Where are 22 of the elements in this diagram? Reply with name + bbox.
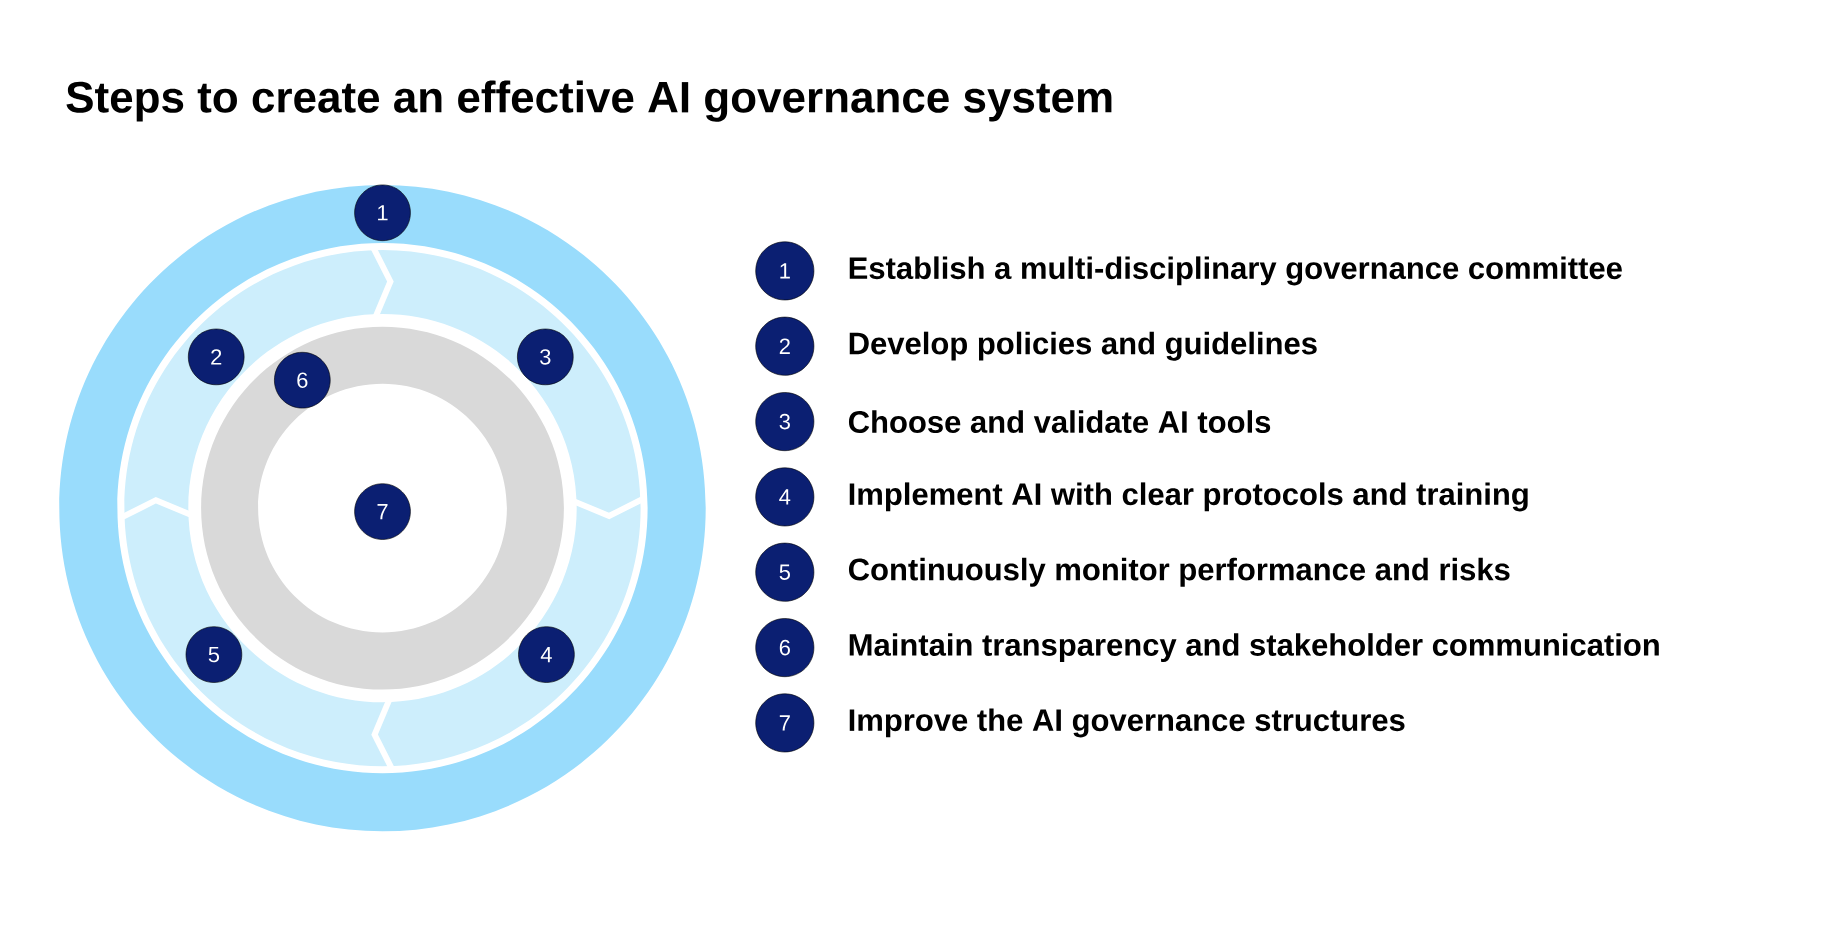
number-badge: 2 xyxy=(188,328,245,386)
step-text: Continuously monitor performance and risks xyxy=(848,557,1510,587)
number-badge: 3 xyxy=(755,392,815,451)
step-text: Choose and validate AI tools xyxy=(848,410,1271,433)
number-badge: 2 xyxy=(755,316,815,376)
number-badge: 1 xyxy=(755,241,815,301)
step-text: Implement AI with clear protocols and training xyxy=(849,482,1528,512)
step-text: Improve the AI governance structures xyxy=(849,708,1405,738)
step-text: Maintain transparency and stakeholder communication xyxy=(849,633,1659,663)
number-badge: 6 xyxy=(755,618,815,677)
number-badge: 4 xyxy=(755,467,815,527)
step-text: Develop policies and guidelines xyxy=(849,331,1317,361)
number-badge: 7 xyxy=(354,483,411,540)
number-badge: 1 xyxy=(354,184,411,241)
step-text: Establish a multi-disciplinary governance committee xyxy=(849,256,1622,286)
number-badge: 6 xyxy=(274,352,331,409)
number-badge: 4 xyxy=(518,626,575,683)
title: Steps to create an effective AI governance system xyxy=(66,80,1112,122)
number-badge: 5 xyxy=(185,626,243,683)
number-badge: 3 xyxy=(517,328,574,386)
number-badge: 5 xyxy=(755,542,815,602)
number-badge: 7 xyxy=(755,693,815,753)
